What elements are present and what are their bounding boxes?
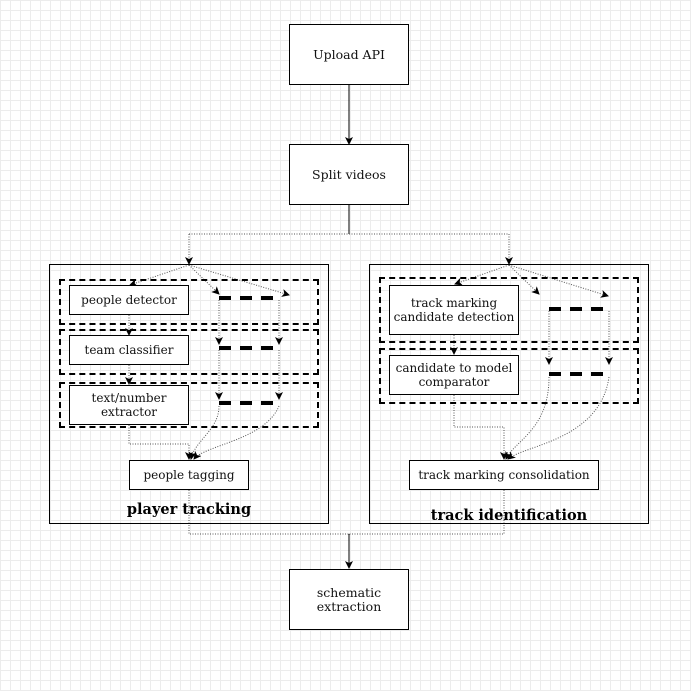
group-title-player-tracking: player tracking <box>126 501 252 518</box>
group-title-track-identification: track identification <box>430 507 588 524</box>
edge-people-tagging-down <box>188 490 349 535</box>
stage-box-detection <box>59 279 319 325</box>
node-candidate-to-model-comparator[interactable]: candidate to model comparator <box>389 355 519 395</box>
stage-box-comparison <box>379 348 639 404</box>
node-upload-api[interactable]: Upload API <box>289 24 409 85</box>
edge-comparator-to-consolidation <box>453 395 508 460</box>
stage-box-classification <box>59 329 319 375</box>
edge-ti-fan-left <box>454 264 510 286</box>
node-split-videos-label: Split videos <box>312 166 386 182</box>
node-people-detector[interactable]: people detector <box>69 285 189 315</box>
node-candidate-to-model-comparator-line-2: comparator <box>418 375 490 389</box>
node-track-marking-candidate-detection-line-2: candidate detection <box>393 310 515 324</box>
node-track-marking-consolidation-label: track marking consolidation <box>418 468 590 482</box>
stage-box-track-candidates <box>379 277 639 343</box>
edge-ti-right-to-consolidation <box>507 376 610 460</box>
node-people-tagging-label: people tagging <box>143 468 235 482</box>
node-people-detector-label: people detector <box>81 293 177 307</box>
node-text-number-extractor-line-1: text/number <box>91 391 167 405</box>
node-upload-api-label: Upload API <box>313 46 385 62</box>
node-people-tagging[interactable]: people tagging <box>129 460 249 490</box>
node-schematic-extraction-line-1: schematic <box>316 584 382 600</box>
node-candidate-to-model-comparator-line-1: candidate to model <box>395 361 513 375</box>
node-schematic-extraction[interactable]: schematic extraction <box>289 569 409 630</box>
group-player-tracking <box>49 264 329 524</box>
edge-pt-fan-people-detector <box>129 264 190 287</box>
edge-ti-mid-to-consolidation <box>505 376 550 460</box>
node-schematic-extraction-line-2: extraction <box>316 598 382 614</box>
node-text-number-extractor-line-2: extractor <box>100 405 158 419</box>
node-track-marking-candidate-detection-line-1: track marking <box>410 296 498 310</box>
node-team-classifier-label: team classifier <box>84 343 174 357</box>
edge-mid-to-people-tagging <box>188 405 220 460</box>
node-text-number-extractor[interactable]: text/number extractor <box>69 385 189 425</box>
group-track-identification <box>369 264 649 524</box>
node-track-marking-candidate-detection[interactable]: track marking candidate detection <box>389 285 519 335</box>
node-track-marking-consolidation[interactable]: track marking consolidation <box>409 460 599 490</box>
edge-ti-fan-mid <box>508 264 540 295</box>
node-split-videos[interactable]: Split videos <box>289 144 409 205</box>
edge-right-to-people-tagging <box>193 405 280 460</box>
stage-box-extraction <box>59 382 319 428</box>
node-team-classifier[interactable]: team classifier <box>69 335 189 365</box>
